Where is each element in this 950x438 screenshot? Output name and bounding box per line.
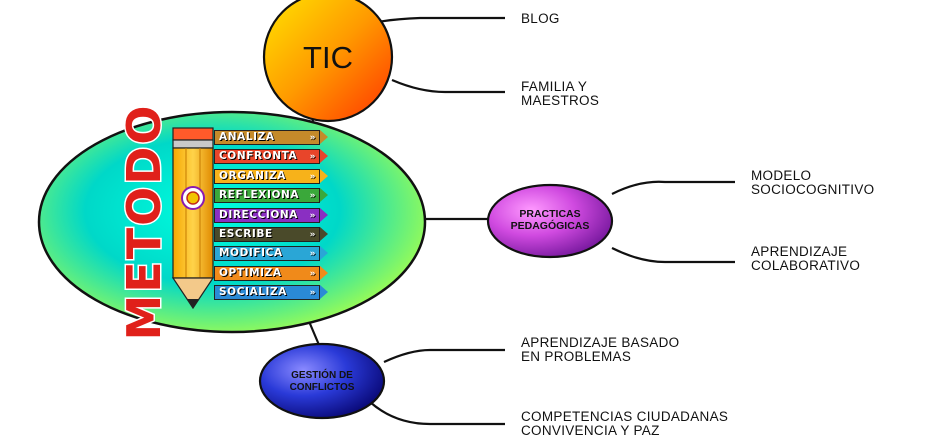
method-step-organiza: ORGANIZA »: [214, 168, 328, 184]
method-step-label: ESCRIBE: [219, 228, 273, 240]
method-step-socializa: SOCIALIZA »: [214, 285, 328, 301]
step-arrow-icon: »: [309, 210, 316, 221]
method-step-reflexiona: REFLEXIONA »: [214, 188, 328, 204]
method-step-analiza: ANALIZA »: [214, 130, 328, 145]
gestion-node: [258, 342, 386, 420]
step-arrow-icon: »: [309, 152, 316, 163]
practicas-node-label-2: PEDAGÓGICAS: [511, 219, 590, 232]
method-step-label: OPTIMIZA: [219, 266, 282, 279]
method-step-label: REFLEXIONA: [219, 189, 300, 202]
tic-node-label: TIC: [303, 40, 353, 75]
tic-node: [262, 0, 394, 123]
metodo-title: METODO: [117, 104, 171, 341]
connector-gestion-competencias: [369, 401, 505, 426]
method-step-label: DIRECCIONA: [219, 208, 299, 221]
step-arrow-icon: »: [309, 288, 316, 299]
step-arrow-icon: »: [309, 171, 316, 182]
method-step-label: ORGANIZA: [219, 169, 286, 182]
label-problemas-line1: APRENDIZAJE BASADO: [521, 335, 680, 350]
step-arrow-icon: »: [309, 230, 316, 240]
method-step-confronta: CONFRONTA »: [214, 149, 328, 165]
pencil-illustration: [171, 127, 215, 310]
pencil-ferrule: [172, 139, 214, 149]
method-step-label: ANALIZA: [219, 131, 275, 143]
method-step-label: CONFRONTA: [219, 150, 298, 163]
step-arrow-icon: »: [309, 133, 316, 143]
pencil-body: [172, 147, 214, 279]
label-blog: BLOG: [521, 11, 560, 26]
method-step-label: MODIFICA: [219, 247, 283, 260]
label-modelo-line1: MODELO: [751, 168, 812, 183]
practicas-node-label-1: PRACTICAS: [519, 208, 580, 220]
label-modelo-line2: SOCIOCOGNITIVO: [751, 182, 875, 197]
method-step-escribe: ESCRIBE »: [214, 227, 328, 242]
label-colaborativo-line2: COLABORATIVO: [751, 258, 861, 273]
pencil-eraser: [172, 127, 214, 141]
connector-practicas-modelo: [611, 180, 735, 195]
connector-tic-familia: [391, 78, 505, 94]
gestion-node-label-1: GESTIÓN DE: [291, 368, 353, 381]
label-familia-line1: FAMILIA Y: [521, 79, 588, 94]
step-arrow-icon: »: [309, 191, 316, 202]
label-familia-line2: MAESTROS: [521, 93, 600, 108]
label-colaborativo-line1: APRENDIZAJE: [751, 244, 848, 259]
step-arrow-icon: »: [309, 268, 316, 279]
metodo-vertical-title: METODO: [116, 102, 173, 342]
connector-practicas-colaborativo: [611, 247, 735, 264]
method-step-direcciona: DIRECCIONA »: [214, 207, 328, 223]
method-step-optimiza: OPTIMIZA »: [214, 265, 328, 281]
gestion-node-label-2: CONFLICTOS: [290, 382, 355, 393]
pencil-tip: [171, 277, 215, 310]
label-problemas-line2: EN PROBLEMAS: [521, 349, 632, 364]
method-step-modifica: MODIFICA »: [214, 246, 328, 262]
label-competencias-line2: CONVIVENCIA Y PAZ: [521, 423, 660, 438]
step-arrow-icon: »: [309, 249, 316, 260]
label-competencias-line1: COMPETENCIAS CIUDADANAS: [521, 409, 729, 424]
practicas-node: [486, 183, 614, 259]
connector-gestion-problemas: [383, 348, 505, 363]
method-step-label: SOCIALIZA: [219, 286, 287, 299]
